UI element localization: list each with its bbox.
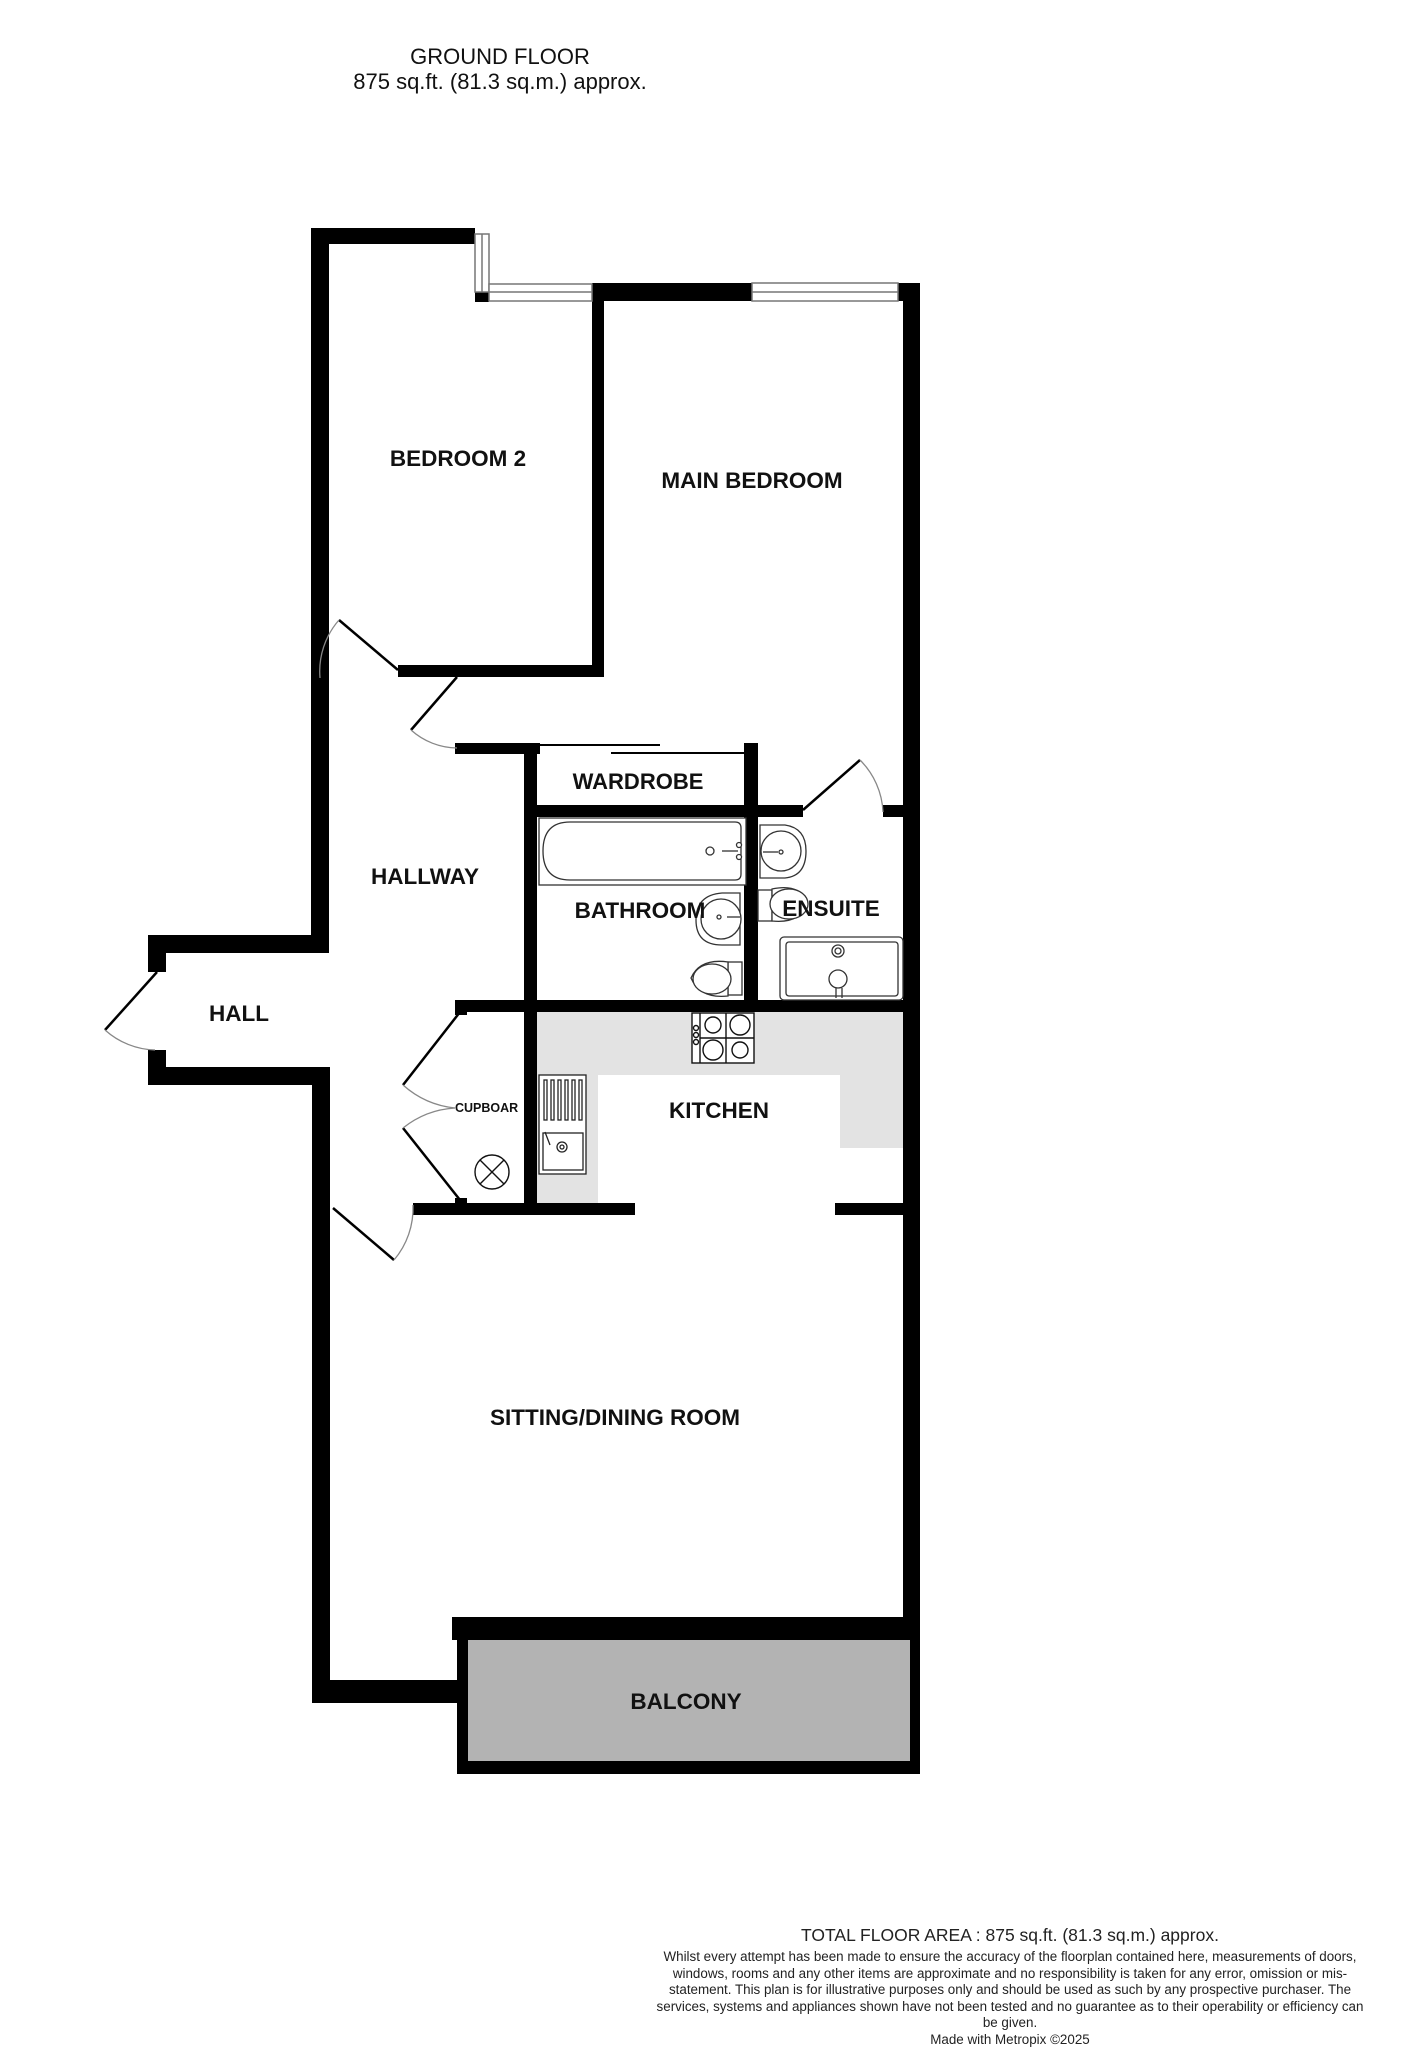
bath-icon	[538, 817, 747, 886]
floor-name: GROUND FLOOR	[410, 44, 590, 69]
window-icon	[474, 233, 899, 302]
floor-header: GROUND FLOOR 875 sq.ft. (81.3 sq.m.) app…	[300, 44, 700, 94]
toilet-icon	[690, 960, 743, 998]
door-swing-icon	[104, 619, 884, 1261]
credit-text: Made with Metropix ©2025	[930, 2031, 1090, 2047]
floor-area: 875 sq.ft. (81.3 sq.m.) approx.	[353, 69, 647, 94]
room-label-bedroom-2: BEDROOM 2	[390, 446, 526, 471]
boiler-icon	[474, 1154, 510, 1190]
room-label-cupboard: CUPBOAR	[455, 1101, 518, 1115]
room-label-wardrobe: WARDROBE	[573, 769, 704, 794]
floorplan-footer: TOTAL FLOOR AREA : 875 sq.ft. (81.3 sq.m…	[655, 1924, 1365, 2048]
room-label-sitting-dining-room: SITTING/DINING ROOM	[490, 1405, 740, 1430]
wardrobe-sliding-doors	[540, 744, 744, 754]
room-label-bathroom: BATHROOM	[575, 898, 706, 923]
basin-icon	[695, 892, 742, 946]
floor-plan: BEDROOM 2 MAIN BEDROOM WARDROBE HALLWAY …	[104, 228, 920, 1774]
room-label-ensuite: ENSUITE	[782, 896, 880, 921]
room-label-kitchen: KITCHEN	[669, 1098, 769, 1123]
basin-icon	[759, 824, 807, 879]
toilet-icon	[757, 886, 809, 923]
total-floor-area: TOTAL FLOOR AREA : 875 sq.ft. (81.3 sq.m…	[801, 1925, 1219, 1945]
disclaimer-text: Whilst every attempt has been made to en…	[656, 1949, 1364, 2030]
balcony-area	[457, 1628, 920, 1774]
walls	[148, 228, 920, 1703]
room-label-hall: HALL	[209, 1001, 269, 1026]
room-label-hallway: HALLWAY	[371, 864, 479, 889]
shower-tray-icon	[779, 936, 904, 1001]
hob-icon	[691, 1012, 755, 1064]
room-label-main-bedroom: MAIN BEDROOM	[661, 468, 842, 493]
sink-icon	[538, 1074, 587, 1175]
room-label-balcony: BALCONY	[630, 1689, 741, 1714]
